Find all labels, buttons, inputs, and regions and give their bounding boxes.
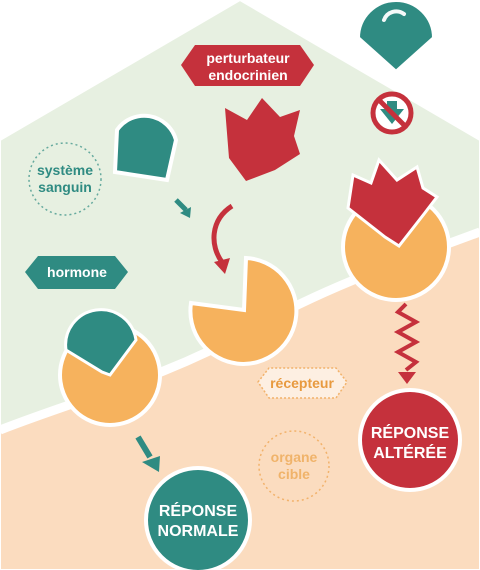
recepteur-label: récepteur — [257, 367, 348, 399]
hormone-shape-top — [355, 0, 437, 75]
perturbateur-label-line2: endocrinien — [208, 67, 287, 83]
target-organ-background — [0, 232, 480, 570]
perturbateur-label: perturbateur endocrinien — [181, 45, 314, 86]
reponse-alteree-line2: ALTÉRÉE — [373, 443, 447, 462]
curved-arrow-icon — [211, 203, 234, 274]
hormone-label-text: hormone — [47, 264, 107, 280]
no-entry-arrow-icon — [370, 91, 414, 135]
hormone-label: hormone — [25, 256, 128, 289]
zigzag-arrow-icon — [393, 302, 421, 384]
arrow-down-right-icon-2 — [135, 435, 160, 472]
systeme-sanguin-badge: système sanguin — [28, 142, 102, 216]
reponse-alteree-badge: RÉPONSE ALTÉRÉE — [358, 388, 462, 492]
hormone-bound-shape — [64, 308, 138, 377]
receptor-center — [188, 255, 299, 366]
reponse-normale-badge: RÉPONSE NORMALE — [144, 466, 252, 570]
systeme-label-line2: sanguin — [38, 179, 92, 195]
reponse-normale-line1: RÉPONSE — [159, 501, 238, 520]
corner-left — [0, 0, 240, 140]
reponse-alteree-line1: RÉPONSE — [371, 423, 450, 442]
systeme-label-line1: système — [37, 162, 93, 178]
perturbateur-label-line1: perturbateur — [206, 50, 290, 66]
arrow-down-right-icon — [174, 198, 191, 218]
recepteur-label-text: récepteur — [270, 375, 334, 391]
hormone-highlight — [382, 9, 406, 22]
organe-cible-badge: organe cible — [258, 430, 330, 502]
hormone-shape-left — [112, 113, 179, 183]
reponse-normale-line2: NORMALE — [158, 523, 239, 540]
disruptor-bound-shape — [346, 157, 440, 249]
organe-label-line1: organe — [271, 449, 318, 465]
organe-label-line2: cible — [278, 466, 310, 482]
endocrine-disruptor-shape — [225, 98, 300, 181]
